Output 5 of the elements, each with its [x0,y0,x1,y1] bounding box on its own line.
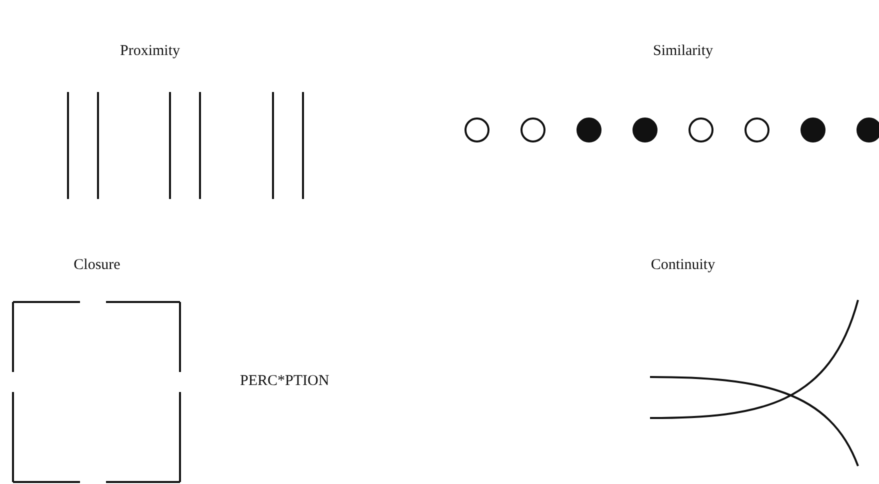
heading-label: Continuity [650,256,716,274]
heading-label: Proximity [120,42,180,60]
heading-label: Closure [74,256,120,274]
word-text: PERC*PTION [240,372,330,390]
heading-label: Similarity [653,42,713,60]
